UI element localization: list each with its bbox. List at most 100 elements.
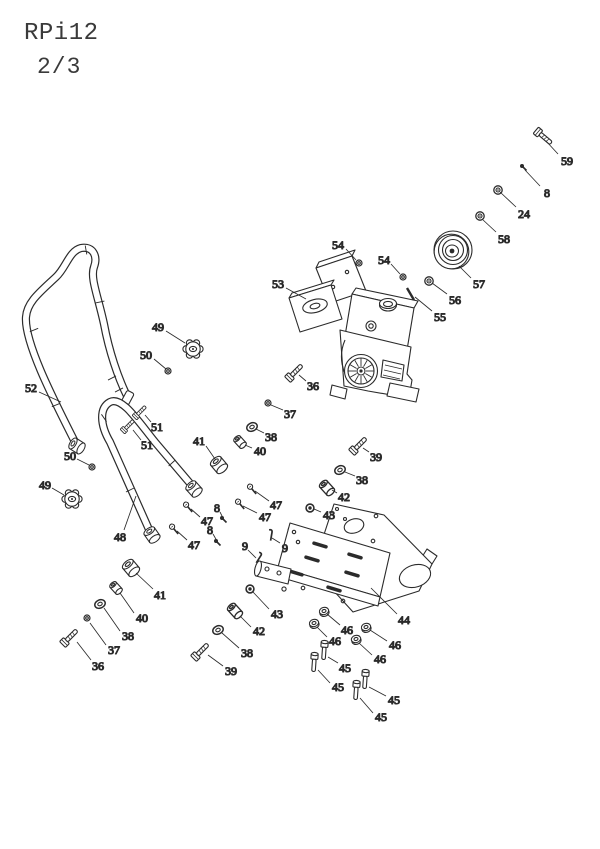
handle-end-collar — [185, 480, 203, 498]
lower-handle — [98, 397, 199, 539]
part-number-label: 8 — [214, 501, 220, 515]
leader-line — [271, 537, 281, 544]
leader-line — [369, 629, 388, 642]
leader-line — [545, 140, 559, 155]
model-code: RPi12 — [24, 20, 99, 47]
leader-line — [242, 505, 258, 514]
part-number-label: 57 — [473, 277, 485, 291]
leader-line — [123, 495, 137, 531]
hex-bolt-small — [132, 405, 147, 420]
screw — [246, 483, 257, 495]
fan-spoke — [349, 364, 357, 369]
fan-spoke — [365, 373, 373, 378]
part-number-label: 47 — [201, 514, 213, 528]
handle-end-collar — [68, 437, 86, 455]
part-number-label: 36 — [307, 379, 319, 393]
part-number-label: 36 — [92, 659, 104, 673]
collar-bushing — [121, 558, 141, 578]
part-number-label: 39 — [225, 664, 237, 678]
leader-line — [255, 428, 265, 434]
cotter-pin — [255, 551, 263, 564]
nut-small — [355, 259, 363, 267]
hex-bolt — [348, 437, 367, 456]
leader-line — [431, 282, 448, 295]
part-number-label: 38 — [122, 629, 134, 643]
nut-small — [264, 399, 272, 407]
leader-line — [345, 248, 357, 261]
callouts: 5982458575655545453495036373840413938424… — [24, 140, 574, 725]
leader-line — [359, 697, 374, 714]
pulley — [433, 230, 473, 270]
nut — [424, 276, 434, 286]
washer — [246, 421, 258, 433]
leader-line — [326, 613, 341, 626]
leader-line — [458, 265, 472, 279]
leader-line — [51, 487, 65, 496]
leader-line — [368, 686, 387, 697]
carriage-bolt — [320, 639, 329, 661]
leader-line — [76, 458, 90, 466]
leader-line — [207, 654, 224, 667]
part-number-label: 56 — [449, 293, 461, 307]
leader-line — [76, 641, 92, 661]
part-number-label: 37 — [284, 407, 296, 421]
leader-line — [370, 587, 398, 615]
fan-spoke — [363, 359, 368, 367]
leader-line — [362, 447, 370, 453]
leader-line — [327, 656, 339, 664]
part-number-label: 54 — [378, 253, 390, 267]
part-number-label: 44 — [398, 613, 410, 627]
page-number: 2/3 — [37, 54, 82, 80]
part-number-label: 45 — [375, 710, 387, 724]
leader-line — [205, 445, 216, 460]
part-number-label: 50 — [140, 348, 152, 362]
part-number-label: 59 — [561, 154, 573, 168]
leader-line — [103, 607, 121, 632]
fan-spoke — [354, 359, 359, 367]
pin — [220, 516, 228, 524]
upper-handle — [21, 243, 135, 451]
leader-line — [252, 591, 270, 610]
leader-line — [144, 414, 152, 423]
fan-spokes — [348, 358, 374, 384]
leader-line — [481, 218, 497, 233]
leader-line — [165, 330, 186, 344]
washer — [334, 464, 346, 476]
part-number-label: 24 — [518, 207, 530, 221]
part-number-label: 40 — [136, 611, 148, 625]
flange-nut — [350, 634, 362, 645]
leader-line — [247, 549, 257, 559]
hex-bolt-small — [120, 419, 135, 434]
part-number-label: 38 — [356, 473, 368, 487]
part-number-label: 9 — [282, 541, 288, 555]
lock-nut — [245, 584, 255, 594]
leader-line — [317, 669, 331, 684]
part-number-label: 54 — [332, 238, 344, 252]
cotter-pin — [268, 528, 273, 541]
leader-line — [270, 404, 284, 411]
washer — [212, 624, 224, 636]
spacer-bushing — [233, 435, 247, 449]
part-number-label: 37 — [108, 643, 120, 657]
nut-small — [399, 273, 407, 281]
part-number-label: 47 — [270, 498, 282, 512]
corner-bracket — [253, 560, 292, 592]
leader-line — [135, 572, 154, 590]
flange-nut — [308, 618, 320, 629]
leader-line — [254, 490, 270, 502]
spacer-bushing — [318, 479, 336, 497]
deck-slots — [288, 541, 363, 593]
leader-line — [132, 429, 142, 441]
part-number-label: 52 — [25, 381, 37, 395]
part-number-label: 47 — [188, 538, 200, 552]
spacer-bushing — [226, 602, 244, 620]
part-number-label: 43 — [323, 508, 335, 522]
leader-line — [316, 626, 328, 638]
leader-line — [358, 642, 373, 656]
part-number-label: 51 — [151, 420, 163, 434]
star-knob — [61, 489, 83, 509]
part-number-label: 55 — [434, 310, 446, 324]
pin — [520, 164, 528, 172]
